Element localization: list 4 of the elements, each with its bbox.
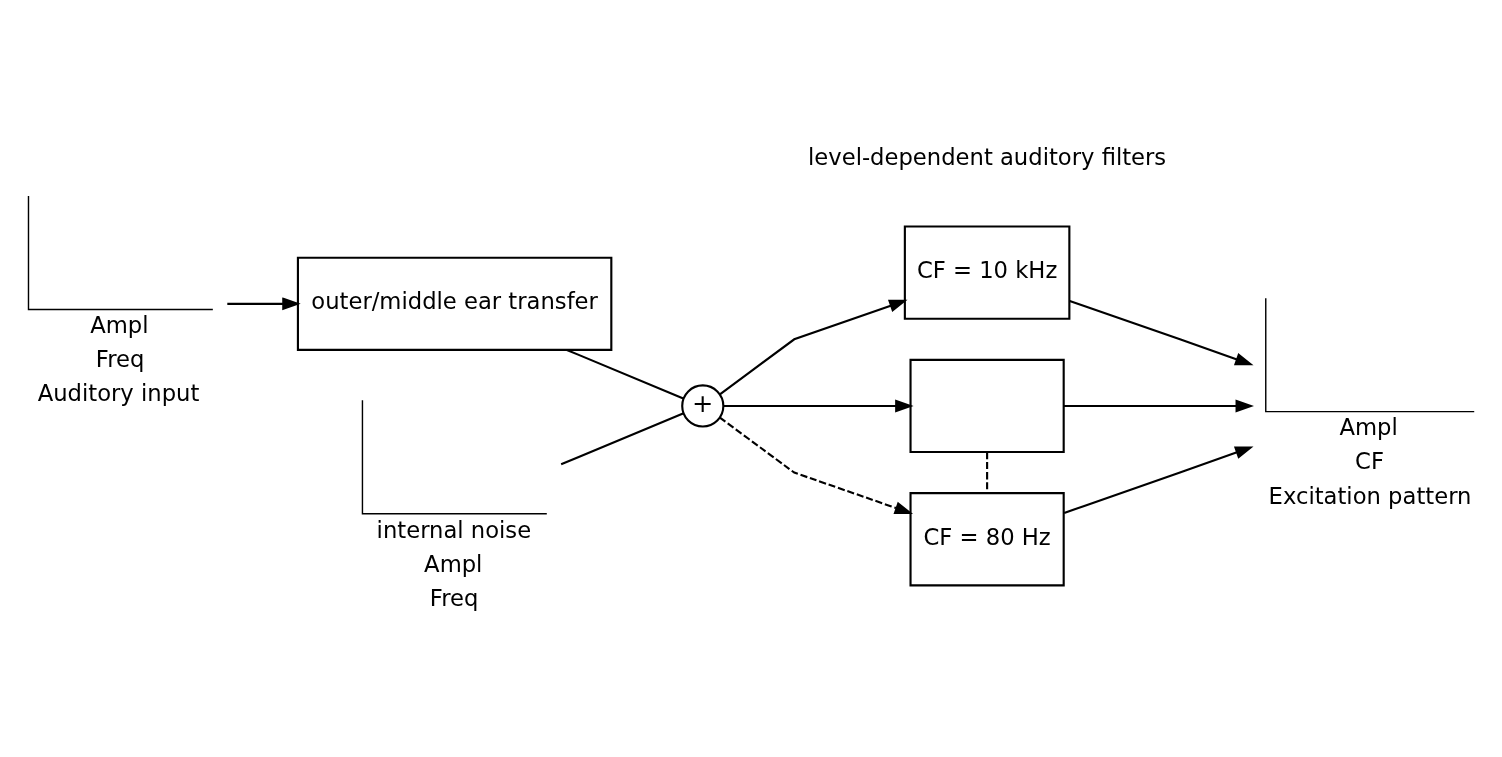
node-text: Ampl CF Excitation pattern bbox=[1268, 413, 1472, 509]
node-text: Ampl Freq Auditory input bbox=[37, 311, 200, 406]
label: level-dependent auditory filters bbox=[808, 143, 1167, 170]
node-text: internal noise Ampl Freq bbox=[376, 516, 532, 611]
